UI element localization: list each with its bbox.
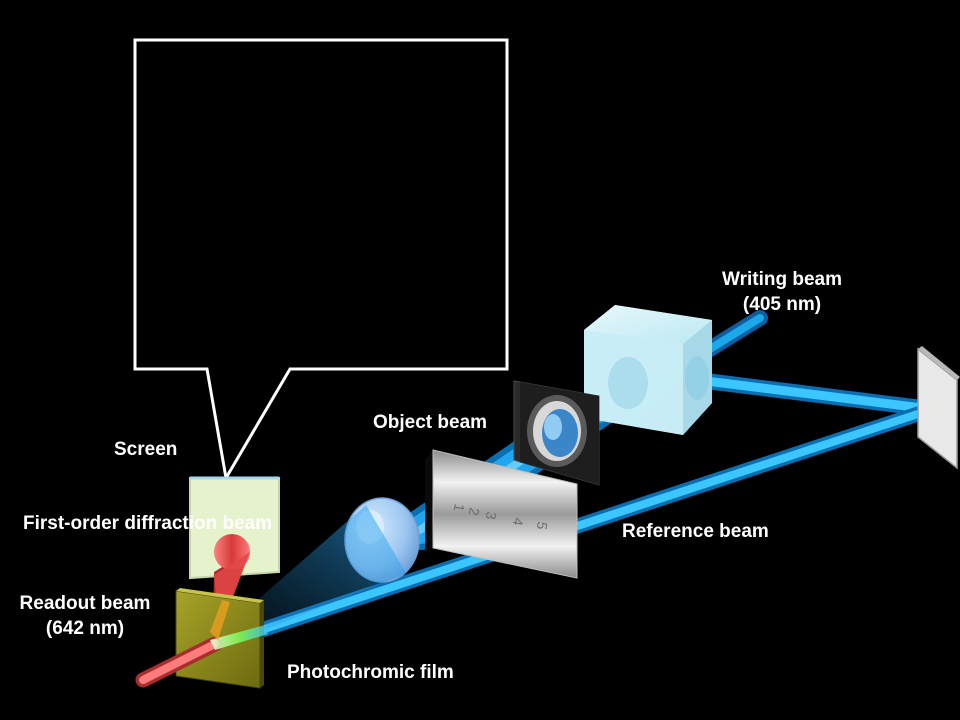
readout-beam-wavelength: (642 nm) [45,618,125,639]
photochromic-film-label: Photochromic film [287,662,454,683]
readout-beam-title: Readout beam [19,593,151,614]
mask-digit: 1 [451,502,468,513]
cube-to-mirror-beam [682,371,938,417]
mask-icon [432,449,578,579]
mask-digit: 3 [483,510,500,521]
screen-callout [133,38,509,483]
mask-digit: 5 [534,520,551,531]
writing-beam-title: Writing beam [722,269,842,290]
readout-beam-label: Readout beam (642 nm) [5,591,165,641]
beam-splitter-cube [584,305,712,435]
mirror-icon [917,347,958,470]
mirror [917,346,960,470]
writing-beam-label: Writing beam (405 nm) [702,267,862,317]
first-order-label: First-order diffraction beam [23,513,273,534]
screen [189,476,280,580]
film-interference-spot [210,600,230,640]
mask-digit: 4 [510,516,527,527]
writing-beam [697,310,768,360]
aperture [513,380,600,486]
screen-label: Screen [114,439,178,460]
mask-digit: 2 [466,506,483,517]
reference-beam-label: Reference beam [622,521,769,542]
object-beam-label: Object beam [373,412,488,433]
readout-beam [135,636,223,688]
writing-beam-wavelength: (405 nm) [742,294,822,315]
film-overlap-glow [210,625,268,650]
